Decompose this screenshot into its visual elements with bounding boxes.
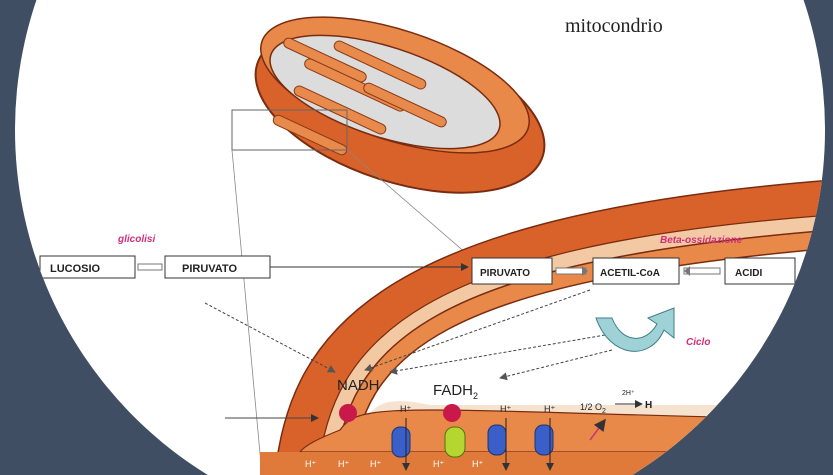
- ciclo-label: Ciclo: [686, 337, 710, 348]
- water-h-label: H: [645, 400, 652, 411]
- piruvato-right-label: PIRUVATO: [480, 268, 530, 279]
- proton-label: H⁺: [472, 459, 483, 469]
- glucosio-box: LUCOSIO: [40, 256, 135, 278]
- piruvato-right-box: PIRUVATO: [472, 258, 552, 284]
- proton-label: H⁺: [433, 459, 444, 469]
- proton-label: H⁺: [305, 459, 316, 469]
- proton-label: H⁺: [400, 404, 411, 414]
- proton-label: H⁺: [370, 459, 381, 469]
- proton-label: H⁺: [500, 404, 511, 414]
- fadh-label: FADH2: [433, 382, 478, 401]
- title: mitocondrio: [565, 15, 663, 37]
- beta-ossidazione-label: Beta-ossidazione: [660, 235, 743, 246]
- nadh-carrier-dot: [339, 404, 357, 422]
- acetil-coa-box: ACETIL-CoA: [593, 258, 679, 284]
- complex-iii: [488, 425, 506, 455]
- proton-label: H⁺: [544, 404, 555, 414]
- complex-ii: [445, 427, 465, 457]
- fadh-carrier-dot: [443, 404, 461, 422]
- glicolisi-label: glicolisi: [117, 234, 155, 245]
- nadh-label: NADH: [337, 377, 380, 394]
- two-h-label: 2H⁺: [622, 390, 635, 397]
- acetil-coa-label: ACETIL-CoA: [600, 268, 660, 279]
- proton-label: H⁺: [338, 459, 349, 469]
- piruvato-left-box: PIRUVATO: [165, 256, 270, 278]
- complex-i: [392, 427, 410, 457]
- acidi-label: ACIDI: [735, 268, 762, 279]
- piruvato-left-label: PIRUVATO: [182, 263, 237, 275]
- acidi-box: ACIDI: [725, 258, 795, 284]
- glucosio-label: LUCOSIO: [50, 263, 101, 275]
